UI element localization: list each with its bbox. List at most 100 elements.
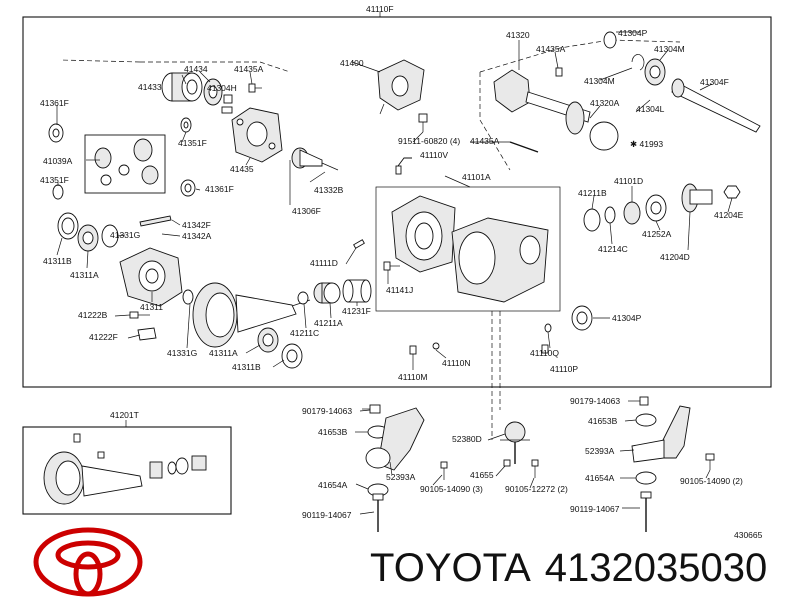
label-41110V: 41110V — [420, 150, 448, 160]
label-mr-90179: 90179-14063 — [570, 396, 620, 406]
pin-41111D — [353, 239, 365, 249]
side-gear-set-41039A — [84, 134, 166, 194]
seal-41211B — [583, 208, 601, 232]
label-mr-52393A: 52393A — [585, 446, 615, 456]
pinion-shaft-41306F — [291, 147, 339, 171]
leader-lines-main — [56, 31, 733, 370]
mount-left-parts — [362, 404, 448, 532]
label-41304P-top: 41304P — [618, 28, 648, 38]
seal-41252A — [645, 194, 667, 222]
leader-lines-mount-center — [487, 433, 535, 489]
ring-gear-box — [22, 426, 232, 515]
seal-41311B-bot — [281, 343, 303, 369]
label-41434: 41434 — [184, 64, 208, 74]
seal-41304P-top — [603, 31, 617, 49]
label-mr-90119: 90119-14067 — [570, 504, 620, 514]
flange-41204D — [681, 183, 713, 213]
label-41351F-left: 41351F — [40, 175, 69, 185]
plate-41222F — [137, 327, 157, 341]
bearing-41211A — [313, 282, 341, 304]
label-41110M: 41110M — [398, 372, 427, 382]
label-41433: 41433 — [138, 82, 162, 92]
label-mc-90105: 90105-12272 (2) — [505, 484, 568, 494]
axle-shaft-41320 — [493, 69, 591, 135]
label-41204D: 41204D — [660, 252, 690, 262]
bolt-91511 — [418, 113, 428, 132]
toyota-logo — [33, 527, 143, 597]
label-41304M-mid: 41304M — [584, 76, 615, 86]
bolt-41304H — [221, 94, 233, 114]
label-41342A: 41342A — [182, 231, 212, 241]
label-41231F: 41231F — [342, 306, 371, 316]
washer-41351F-left — [52, 184, 64, 200]
label-41311A-mid: 41311A — [209, 348, 238, 358]
label-41331G-top: 41331G — [110, 230, 140, 240]
label-41311B-bot: 41311B — [232, 362, 261, 372]
plug-41110P — [541, 344, 549, 354]
label-ml-90105: 90105-14090 (3) — [420, 484, 483, 494]
label-91511: 91511-60820 (4) — [398, 136, 460, 146]
diff-housing-41311 — [119, 247, 183, 307]
mount-right-parts — [631, 396, 715, 532]
label-41435: 41435 — [230, 164, 254, 174]
label-mc-41655: 41655 — [470, 470, 494, 480]
bearing-41311A-mid — [257, 327, 279, 353]
bearing-41311A-left — [77, 224, 99, 252]
seal-41304P-right — [571, 305, 593, 331]
part-41400 — [377, 59, 425, 115]
oil-seal-41311B — [57, 212, 79, 240]
diff-case-41435 — [231, 107, 283, 163]
bolt-41141J — [383, 261, 400, 271]
spacer-41211C — [297, 291, 309, 305]
label-41400: 41400 — [340, 58, 364, 68]
leader-lines-mount-right — [619, 400, 711, 509]
vent-41110V — [395, 157, 412, 175]
bolt-41435A-top — [248, 83, 262, 93]
bearing-41433 — [161, 72, 203, 102]
label-41101A: 41101A — [462, 172, 491, 182]
bolt-41435A-mid — [509, 141, 539, 153]
plug-41110Q — [544, 323, 552, 333]
main-diagram-frame — [22, 16, 772, 388]
nut-41204E — [723, 185, 741, 199]
part-number: 4132035030 — [544, 546, 768, 590]
label-ml-90119: 90119-14067 — [302, 510, 352, 520]
label-mr-90105: 90105-14090 (2) — [680, 476, 743, 486]
label-41320: 41320 — [506, 30, 530, 40]
label-mr-41653B: 41653B — [588, 416, 618, 426]
label-41204E: 41204E — [714, 210, 744, 220]
label-ml-90179: 90179-14063 — [302, 406, 352, 416]
label-41311A-left: 41311A — [70, 270, 99, 280]
label-41306F: 41306F — [292, 206, 321, 216]
label-41435A-right: 41435A — [536, 44, 566, 54]
spacer-41214C — [604, 206, 616, 224]
label-41039A: 41039A — [43, 156, 73, 166]
label-41141J: 41141J — [386, 285, 413, 295]
label-41214C: 41214C — [598, 244, 628, 254]
shaft-41304F — [671, 78, 761, 133]
label-41304L: 41304L — [636, 104, 665, 114]
label-41361F-left: 41361F — [40, 98, 69, 108]
plug-41435A-right — [555, 67, 563, 77]
bearing-41304M — [644, 58, 666, 86]
washer-41361F-left — [48, 123, 64, 143]
housing-main-41101A — [451, 217, 549, 303]
label-41993: ✱ 41993 — [630, 139, 663, 149]
housing-cover-41101A — [391, 195, 456, 273]
sleeve-41231F — [342, 279, 372, 303]
figure-number: 430665 — [734, 530, 763, 540]
label-ml-52393A: 52393A — [386, 472, 416, 482]
bearing-41101D — [623, 201, 641, 225]
label-41252A: 41252A — [642, 229, 672, 239]
assembly-label: 41110F — [366, 4, 394, 14]
label-41435A-top: 41435A — [234, 64, 264, 74]
label-41351F-right: 41351F — [178, 138, 207, 148]
label-41222B: 41222B — [78, 310, 108, 320]
label-41435A-mid: 41435A — [470, 136, 500, 146]
label-41304H: 41304H — [207, 83, 237, 93]
label-41211B: 41211B — [578, 188, 607, 198]
label-41110P: 41110P — [550, 364, 578, 374]
label-mr-41654A: 41654A — [585, 473, 615, 483]
label-41211C: 41211C — [290, 328, 319, 338]
